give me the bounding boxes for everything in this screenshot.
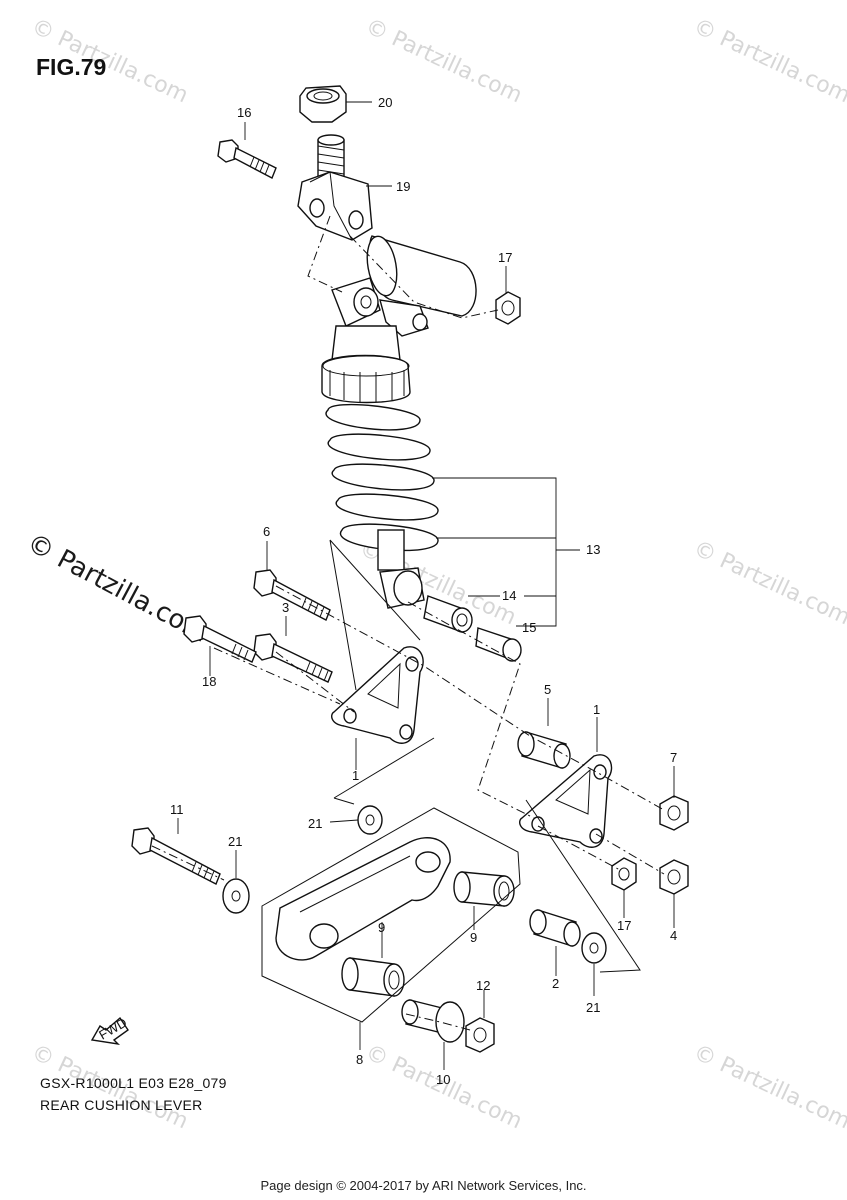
part-21-washer-b[interactable]: [222, 878, 250, 914]
callout-20: 20: [378, 95, 392, 110]
part-3-bolt[interactable]: [253, 633, 333, 683]
diagram-caption: REAR CUSHION LEVER: [40, 1097, 203, 1113]
callout-17: 17: [617, 918, 631, 933]
part-6-bolt[interactable]: [253, 569, 331, 621]
part-13-rear-shock[interactable]: [321, 234, 477, 609]
callout-21: 21: [228, 834, 242, 849]
part-18-bolt[interactable]: [183, 615, 257, 663]
callout-16: 16: [237, 105, 251, 120]
callout-10: 10: [436, 1072, 450, 1087]
callout-3: 3: [282, 600, 289, 615]
part-7-nut[interactable]: [659, 795, 689, 831]
part-1-bracket-right[interactable]: [519, 754, 613, 848]
part-15-sleeve[interactable]: [475, 627, 522, 662]
part-1-bracket-left[interactable]: [331, 646, 424, 744]
part-14-bearing[interactable]: [423, 595, 473, 633]
callout-9: 9: [378, 920, 385, 935]
part-8-cushion-lever[interactable]: [275, 837, 451, 961]
callout-4: 4: [670, 928, 677, 943]
callout-18: 18: [202, 674, 216, 689]
callout-12: 12: [476, 978, 490, 993]
callout-19: 19: [396, 179, 410, 194]
callout-9: 9: [470, 930, 477, 945]
callout-8: 8: [356, 1052, 363, 1067]
part-19-upper-mount[interactable]: [297, 134, 373, 241]
part-20-cap[interactable]: [299, 85, 347, 123]
part-10-flanged-collar[interactable]: [401, 999, 465, 1043]
callout-2: 2: [552, 976, 559, 991]
callout-17: 17: [498, 250, 512, 265]
fwd-arrow-icon: FWD: [90, 1015, 129, 1046]
part-16-bolt[interactable]: [217, 139, 277, 179]
figure-title: FIG.79: [36, 54, 107, 80]
callout-15: 15: [522, 620, 536, 635]
part-9-bearing-left[interactable]: [341, 957, 405, 997]
part-5-collar[interactable]: [517, 731, 571, 769]
part-21-washer-c[interactable]: [581, 932, 607, 964]
part-12-nut[interactable]: [465, 1017, 495, 1053]
callout-14: 14: [502, 588, 516, 603]
part-9-bearing-right[interactable]: [453, 871, 515, 907]
callout-11: 11: [170, 802, 184, 817]
callout-7: 7: [670, 750, 677, 765]
callout-1: 1: [593, 702, 600, 717]
part-21-washer-a[interactable]: [357, 805, 383, 835]
part-2-collar[interactable]: [529, 909, 581, 947]
page-footer: Page design © 2004-2017 by ARI Network S…: [260, 1178, 587, 1193]
part-17-nut-upper[interactable]: [495, 291, 521, 325]
callout-21: 21: [586, 1000, 600, 1015]
callout-1: 1: [352, 768, 359, 783]
model-code: GSX-R1000L1 E03 E28_079: [40, 1075, 227, 1091]
callout-13: 13: [586, 542, 600, 557]
callout-6: 6: [263, 524, 270, 539]
callout-5: 5: [544, 682, 551, 697]
part-17-nut-lower[interactable]: [611, 857, 637, 891]
part-11-bolt[interactable]: [131, 827, 221, 885]
part-4-nut[interactable]: [659, 859, 689, 895]
callout-21: 21: [308, 816, 322, 831]
